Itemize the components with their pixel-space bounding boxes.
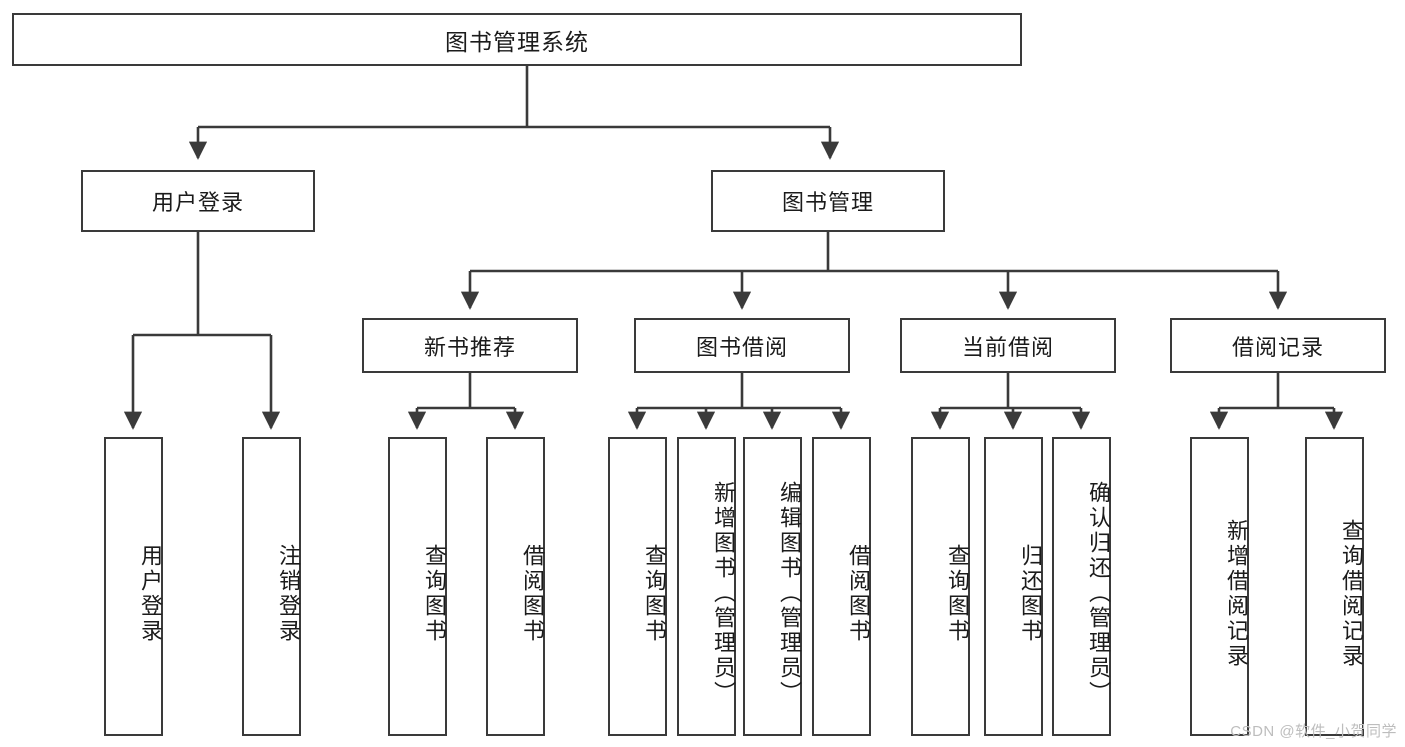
node-user-login[interactable]: 用户登录 — [81, 170, 315, 232]
node-label: 用户登录 — [138, 543, 163, 644]
node-root[interactable]: 图书管理系统 — [12, 13, 1022, 66]
node-leaf-edit-book[interactable]: 编辑图书（管理员） — [743, 437, 802, 736]
node-label: 图书借阅 — [695, 334, 788, 360]
node-label: 查询图书 — [945, 543, 970, 644]
node-label: 新增借阅记录 — [1224, 518, 1249, 669]
node-label: 编辑图书（管理员） — [777, 481, 802, 706]
node-leaf-return-book[interactable]: 归还图书 — [984, 437, 1043, 736]
node-label: 图书管理 — [781, 190, 874, 215]
node-label: 查询图书 — [422, 543, 447, 644]
node-leaf-add-book[interactable]: 新增图书（管理员） — [677, 437, 736, 736]
node-borrow-record[interactable]: 借阅记录 — [1170, 318, 1386, 373]
node-label: 查询图书 — [642, 543, 667, 644]
node-new-book-rec[interactable]: 新书推荐 — [362, 318, 578, 373]
node-label: 注销登录 — [276, 543, 301, 644]
node-label: 新增图书（管理员） — [711, 481, 736, 706]
node-label: 确认归还（管理员） — [1086, 481, 1111, 706]
node-label: 图书管理系统 — [445, 28, 589, 55]
node-book-borrow[interactable]: 图书借阅 — [634, 318, 850, 373]
node-leaf-user-login[interactable]: 用户登录 — [104, 437, 163, 736]
watermark: CSDN @软件_小贺同学 — [1230, 723, 1397, 740]
node-label: 用户登录 — [151, 190, 244, 215]
node-label: 借阅记录 — [1231, 334, 1324, 360]
node-label: 当前借阅 — [961, 334, 1054, 360]
node-book-manage[interactable]: 图书管理 — [711, 170, 945, 232]
node-leaf-confirm-return[interactable]: 确认归还（管理员） — [1052, 437, 1111, 736]
node-label: 新书推荐 — [423, 334, 516, 360]
node-leaf-query-record[interactable]: 查询借阅记录 — [1305, 437, 1364, 736]
node-leaf-add-record[interactable]: 新增借阅记录 — [1190, 437, 1249, 736]
node-label: 归还图书 — [1018, 543, 1043, 644]
node-leaf-query-book-1[interactable]: 查询图书 — [388, 437, 447, 736]
node-leaf-query-book-2[interactable]: 查询图书 — [608, 437, 667, 736]
node-current-borrow[interactable]: 当前借阅 — [900, 318, 1116, 373]
node-leaf-query-book-3[interactable]: 查询图书 — [911, 437, 970, 736]
node-label: 借阅图书 — [520, 543, 545, 644]
node-leaf-user-logout[interactable]: 注销登录 — [242, 437, 301, 736]
node-label: 借阅图书 — [846, 543, 871, 644]
node-label: 查询借阅记录 — [1339, 518, 1364, 669]
node-leaf-borrow-book-1[interactable]: 借阅图书 — [486, 437, 545, 736]
node-leaf-borrow-book-2[interactable]: 借阅图书 — [812, 437, 871, 736]
